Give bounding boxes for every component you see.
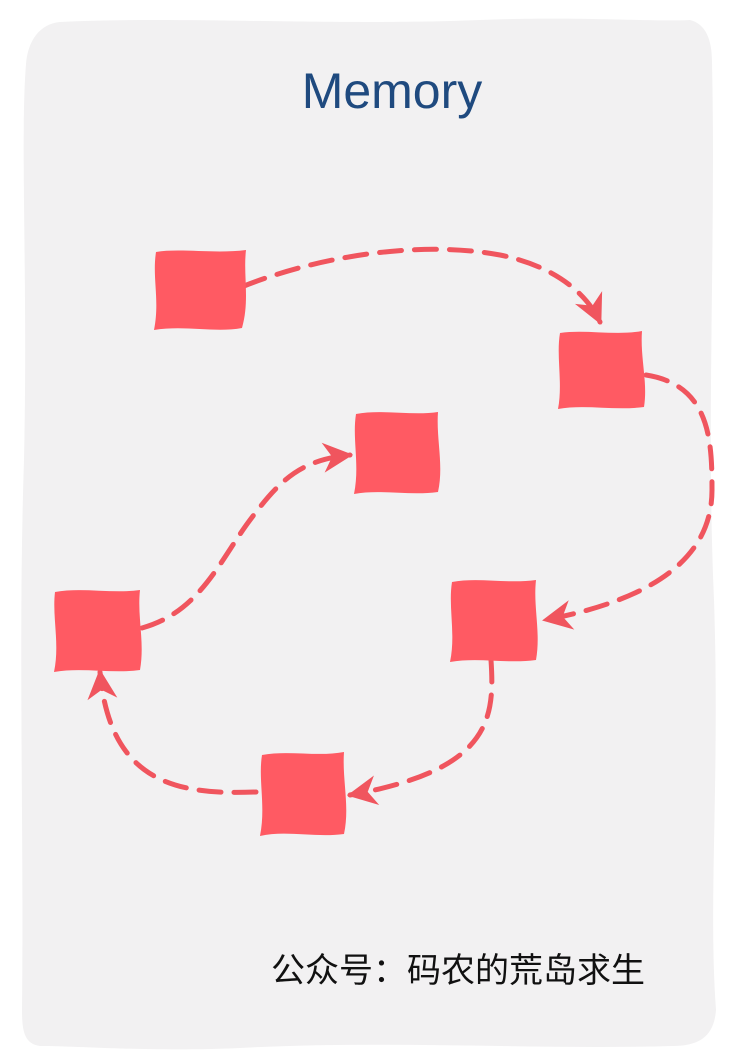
- memory-node-6: [354, 412, 441, 494]
- footer-credit: 公众号：码农的荒岛求生: [271, 951, 645, 991]
- edge-node3-to-node4: [347, 657, 495, 806]
- edge-node2-to-node3: [542, 372, 715, 630]
- nodes: [54, 250, 646, 836]
- memory-node-4: [260, 752, 347, 836]
- memory-node-5: [54, 590, 142, 672]
- edges: [87, 246, 715, 806]
- edge-node1-to-node2: [241, 246, 603, 325]
- memory-node-3: [450, 580, 538, 662]
- memory-panel: [21, 18, 716, 1050]
- diagram-title: Memory: [302, 63, 483, 119]
- edge-node5-to-node6: [139, 442, 353, 631]
- memory-node-1: [154, 250, 246, 330]
- edge-node4-to-node5: [87, 669, 259, 795]
- memory-node-2: [558, 331, 646, 409]
